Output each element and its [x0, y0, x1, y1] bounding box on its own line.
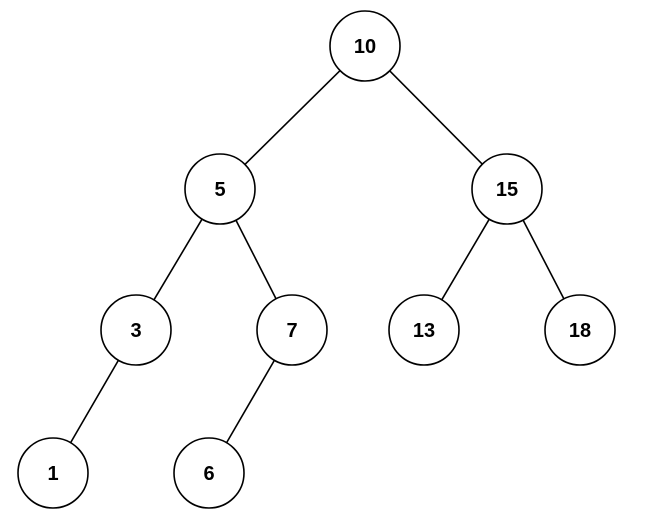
node-circle: [184, 153, 256, 225]
tree-node-18: 18: [544, 294, 616, 366]
edge-15-13: [441, 218, 490, 301]
node-label: 1: [47, 463, 58, 485]
node-label: 5: [214, 179, 225, 201]
tree-node-1: 1: [17, 437, 89, 509]
tree-node-10: 10: [329, 10, 401, 82]
edge-7-6: [225, 359, 276, 444]
edge-5-7: [235, 219, 277, 300]
tree-node-5: 5: [184, 153, 256, 225]
node-label: 13: [413, 320, 435, 342]
edge-10-15: [389, 70, 483, 165]
edge-10-5: [244, 70, 341, 165]
node-circle: [173, 437, 245, 509]
node-circle: [17, 437, 89, 509]
node-circle: [388, 294, 460, 366]
nodes-layer: 10 5 15 3 7 13 18 1 6: [17, 10, 616, 509]
tree-node-15: 15: [471, 153, 543, 225]
edges-layer: [69, 70, 565, 444]
node-label: 15: [496, 179, 518, 201]
edge-15-18: [522, 219, 565, 300]
node-label: 3: [130, 320, 141, 342]
node-label: 6: [203, 463, 214, 485]
tree-node-3: 3: [100, 294, 172, 366]
tree-node-6: 6: [173, 437, 245, 509]
tree-node-13: 13: [388, 294, 460, 366]
node-label: 10: [354, 36, 376, 58]
node-circle: [471, 153, 543, 225]
node-circle: [256, 294, 328, 366]
node-label: 18: [569, 320, 591, 342]
edge-5-3: [153, 218, 203, 301]
node-label: 7: [286, 320, 297, 342]
tree-node-7: 7: [256, 294, 328, 366]
node-circle: [329, 10, 401, 82]
node-circle: [100, 294, 172, 366]
node-circle: [544, 294, 616, 366]
edge-3-1: [69, 359, 120, 444]
